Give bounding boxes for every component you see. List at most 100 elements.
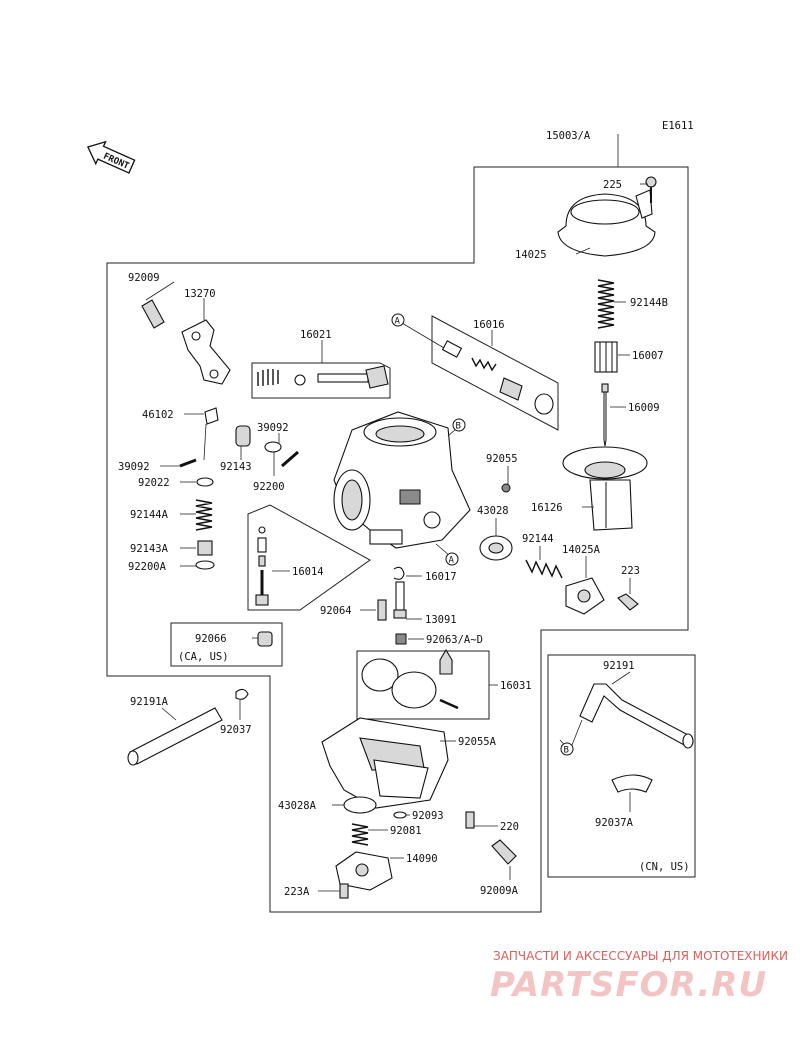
hose-92191a-part [127, 707, 223, 766]
assembly-frame [106, 166, 689, 913]
part-13091 [393, 581, 407, 619]
jet-box [247, 504, 371, 611]
clamp-92037a [611, 774, 653, 793]
hose-92191-part [579, 683, 694, 749]
washer-92200 [264, 441, 282, 453]
label-46102: 46102 [142, 409, 174, 421]
watermark-tagline: ЗАПЧАСТИ И АКСЕССУАРЫ ДЛЯ МОТОТЕХНИКИ [493, 949, 788, 963]
label-223: 223 [621, 565, 640, 577]
label-16009: 16009 [628, 402, 660, 414]
screw-225-part [645, 176, 657, 203]
needle-16009-part [601, 383, 609, 447]
marker-b-top: B [452, 418, 466, 432]
part-92064 [377, 599, 387, 621]
part-16017 [393, 566, 405, 580]
svg-text:A: A [449, 556, 455, 566]
screw-223-part [617, 593, 639, 611]
spring-92144-part [525, 559, 563, 579]
label-16017: 16017 [425, 571, 457, 583]
spring-92081-part [351, 823, 369, 846]
label-16021: 16021 [300, 329, 332, 341]
pilot-set-16031-part [361, 648, 459, 710]
clamp-92037 [235, 688, 249, 700]
label-16014: 16014 [292, 566, 324, 578]
label-92064: 92064 [320, 605, 352, 617]
diaphragm-16126-part [562, 446, 648, 531]
label-92143: 92143 [220, 461, 252, 473]
oring-92055 [501, 483, 511, 493]
spring-92144a-part [195, 499, 213, 531]
top-cover-part [557, 189, 656, 257]
label-16016: 16016 [473, 319, 505, 331]
label-16126: 16126 [531, 502, 563, 514]
label-92144a: 92144A [130, 509, 169, 521]
cn-us-box [547, 654, 696, 878]
label-92144b: 92144B [630, 297, 668, 309]
pin-39092-b [281, 450, 299, 468]
jet-16014-part [255, 526, 269, 606]
watermark-brand: PARTSFOR.RU [490, 965, 767, 1005]
choke-16021-part [257, 365, 389, 389]
holder-16007-part [594, 341, 618, 373]
label-92009: 92009 [128, 272, 160, 284]
screw-92009a [491, 839, 517, 865]
label-14025a: 14025A [562, 544, 601, 556]
choke-box [251, 362, 391, 399]
label-92144: 92144 [522, 533, 554, 545]
part-46102 [203, 407, 219, 461]
label-13091: 13091 [425, 614, 457, 626]
part-92143 [235, 425, 251, 447]
label-92191a: 92191A [130, 696, 169, 708]
marker-a-top: A [391, 313, 405, 327]
carburetor-body-part [333, 411, 471, 549]
label-cn-us: (CN, US) [639, 861, 690, 873]
part-43028 [479, 535, 513, 561]
label-92022: 92022 [138, 477, 170, 489]
part-92063 [395, 633, 407, 645]
label-92081: 92081 [390, 825, 422, 837]
screw-223a [339, 883, 349, 899]
marker-b-bottom: B [560, 742, 574, 756]
pin-39092-a [179, 458, 197, 468]
label-92009a: 92009A [480, 885, 519, 897]
screw-92009-part [141, 299, 165, 329]
label-92055: 92055 [486, 453, 518, 465]
label-92143a: 92143A [130, 543, 169, 555]
label-92066: 92066 [195, 633, 227, 645]
ca-us-box [170, 622, 283, 667]
label-223a: 223A [284, 886, 310, 898]
leader-lines [145, 134, 648, 892]
label-225: 225 [603, 179, 622, 191]
label-14025: 14025 [515, 249, 547, 261]
part-92066 [257, 631, 273, 647]
washer-92022 [196, 477, 214, 487]
label-92200: 92200 [253, 481, 285, 493]
label-92200a: 92200A [128, 561, 167, 573]
lever-13270-part [181, 319, 231, 385]
label-92093: 92093 [412, 810, 444, 822]
label-16031: 16031 [500, 680, 532, 692]
label-43028: 43028 [477, 505, 509, 517]
label-39092-a: 39092 [257, 422, 289, 434]
label-39092-b: 39092 [118, 461, 150, 473]
label-16007: 16007 [632, 350, 664, 362]
part-43028a [343, 796, 377, 814]
part-92093 [393, 811, 407, 819]
cover-14025a-part [565, 577, 605, 615]
screw-220 [465, 811, 475, 829]
needle-set-16016-part [441, 340, 554, 415]
spring-92144b-part [597, 279, 615, 329]
washer-92200a [195, 560, 215, 570]
diagram-code: E1611 [662, 120, 694, 132]
part-92143a [197, 540, 213, 556]
svg-text:B: B [564, 746, 569, 756]
marker-a-bottom: A [445, 552, 459, 566]
float-bowl-part [321, 717, 449, 809]
label-220: 220 [500, 821, 519, 833]
label-92063: 92063/A~D [426, 634, 483, 646]
label-92055a: 92055A [458, 736, 497, 748]
svg-text:A: A [395, 317, 401, 327]
needle-box [431, 315, 559, 431]
label-14090: 14090 [406, 853, 438, 865]
